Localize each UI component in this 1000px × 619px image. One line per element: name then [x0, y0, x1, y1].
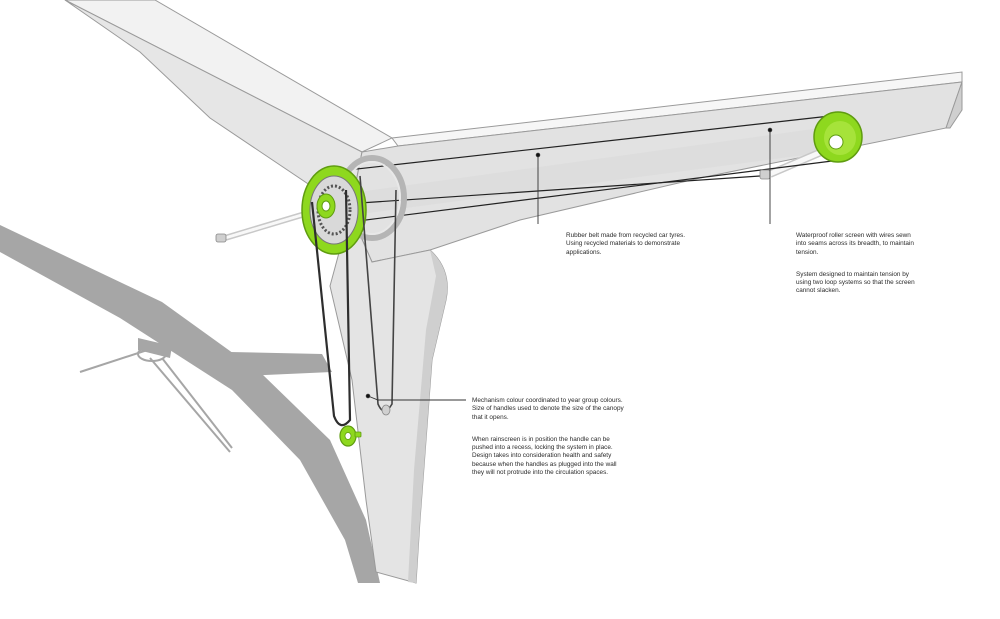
column-shade [408, 250, 448, 583]
callout-lines [365, 127, 773, 401]
left-arm-front [64, 0, 363, 213]
belt-annotation-text: Rubber belt made from recycled car tyres… [566, 232, 685, 256]
screen-annotation-paragraph-2: System designed to maintain tension by u… [796, 271, 915, 295]
roller-pulley-icon [813, 111, 863, 163]
mechanism-annotation-paragraph-1: Mechanism colour coordinated to year gro… [472, 397, 624, 421]
shadow-mechanism [79, 339, 233, 453]
handle-pulley-icon [339, 404, 391, 447]
belt-annotation: Rubber belt made from recycled car tyres… [566, 224, 756, 271]
axle-caps [215, 169, 771, 243]
screen-annotation-paragraph-1: Waterproof roller screen with wires sewn… [796, 232, 914, 256]
right-arm-end [945, 81, 963, 129]
mechanism-annotation: Mechanism colour coordinated to year gro… [472, 389, 672, 491]
mechanism-annotation-paragraph-2: When rainscreen is in position the handl… [472, 436, 617, 476]
screen-annotation: Waterproof roller screen with wires sewn… [796, 224, 996, 310]
gear-wheel-icon [301, 165, 367, 255]
